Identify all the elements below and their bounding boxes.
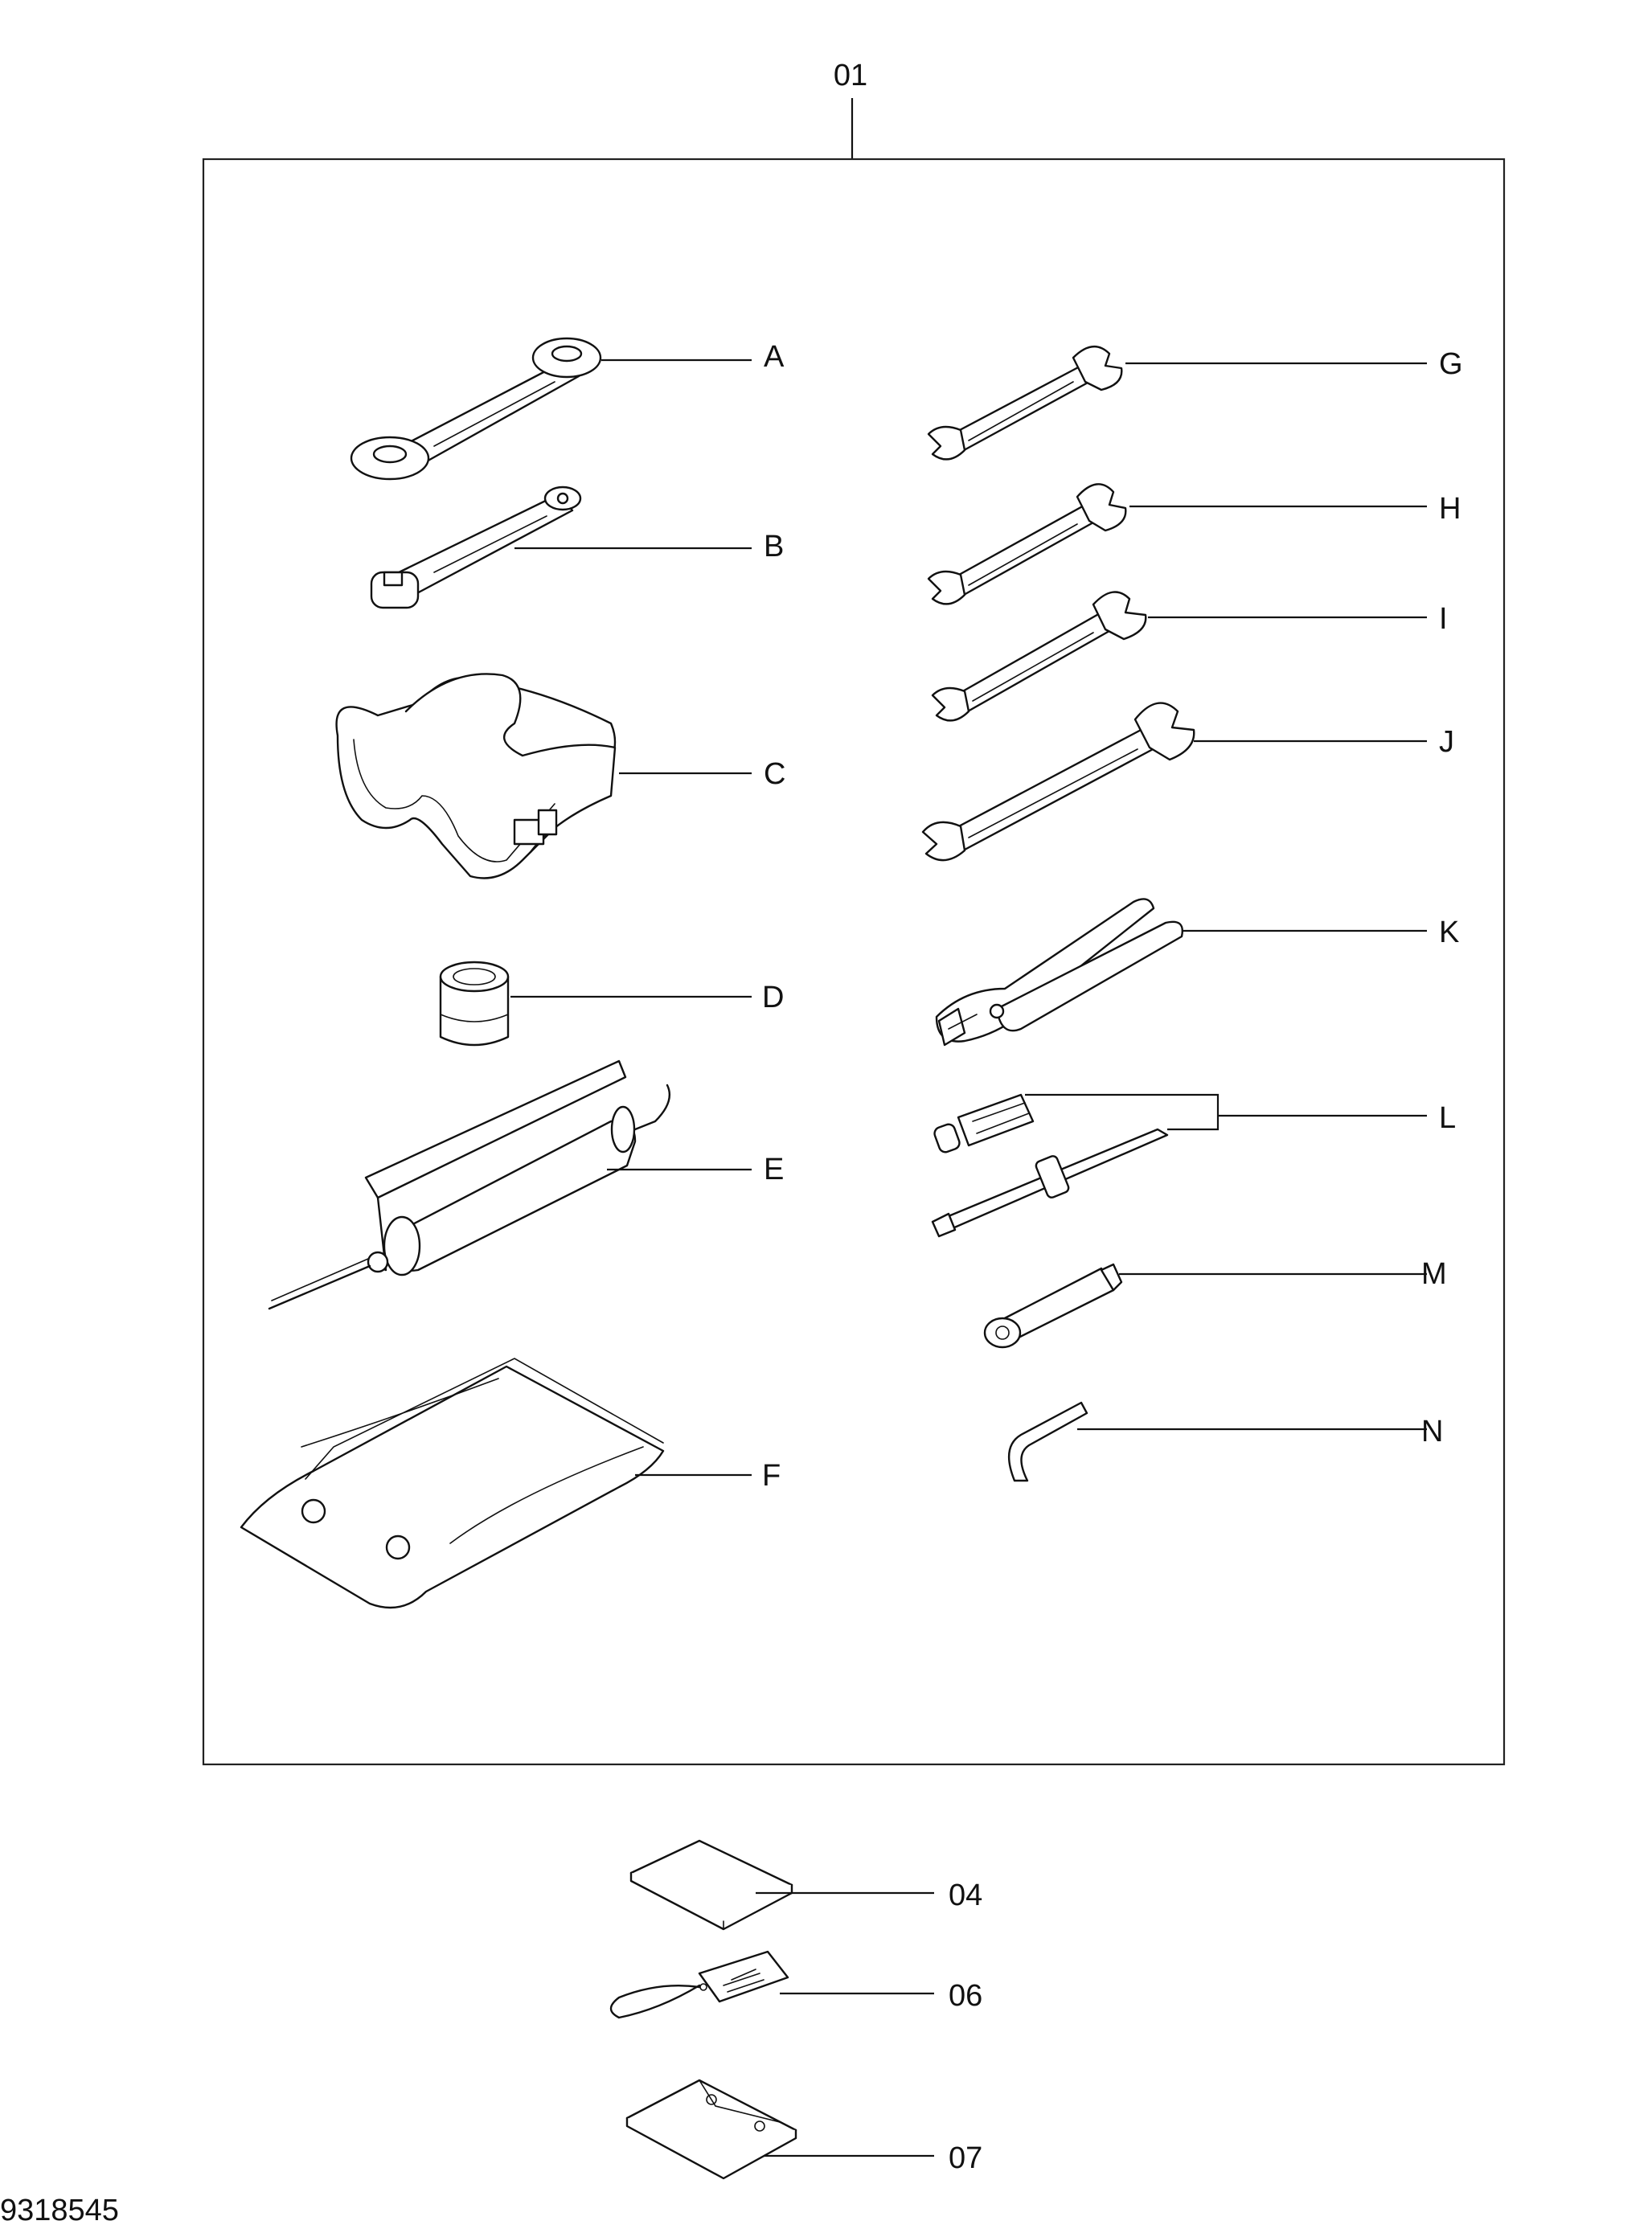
callout-n: N <box>1421 1415 1443 1448</box>
kit-label: 01 <box>834 59 867 92</box>
callout-f: F <box>762 1459 781 1493</box>
box-wrench-a <box>350 337 602 481</box>
callout-e: E <box>764 1153 784 1186</box>
callout-04: 04 <box>949 1879 982 1912</box>
screwdriver-l <box>931 1093 1169 1238</box>
callout-k: K <box>1439 916 1459 949</box>
socket-d <box>439 961 510 1047</box>
kit-frame <box>202 158 1506 1766</box>
callout-a: A <box>764 340 785 374</box>
callout-m: M <box>1421 1257 1447 1291</box>
open-wrench-g <box>927 346 1123 461</box>
goggles-c <box>335 673 617 879</box>
callout-h: H <box>1439 492 1461 526</box>
tool-pouch-f <box>240 1358 665 1609</box>
leader-l <box>1025 1093 1220 1131</box>
callout-07: 07 <box>949 2141 982 2175</box>
pliers-k <box>935 898 1183 1047</box>
envelope-07 <box>625 2079 797 2180</box>
tag-06 <box>609 1950 789 2019</box>
ratchet-b <box>370 486 582 609</box>
callout-i: I <box>1439 602 1448 636</box>
drawing-number: 9318545 <box>0 2194 119 2227</box>
open-wrench-j <box>921 702 1195 862</box>
extension-m <box>983 1263 1123 1349</box>
callout-d: D <box>762 981 784 1014</box>
open-wrench-h <box>927 483 1127 605</box>
callout-g: G <box>1439 347 1463 381</box>
callout-l: L <box>1439 1101 1456 1135</box>
booklet-04 <box>629 1839 793 1931</box>
grease-gun-e <box>268 1059 671 1310</box>
callout-b: B <box>764 530 784 563</box>
callout-c: C <box>764 757 785 791</box>
open-wrench-i <box>931 591 1147 722</box>
hex-key-n <box>1007 1401 1088 1482</box>
callout-06: 06 <box>949 1979 982 2013</box>
callout-j: J <box>1439 725 1454 759</box>
